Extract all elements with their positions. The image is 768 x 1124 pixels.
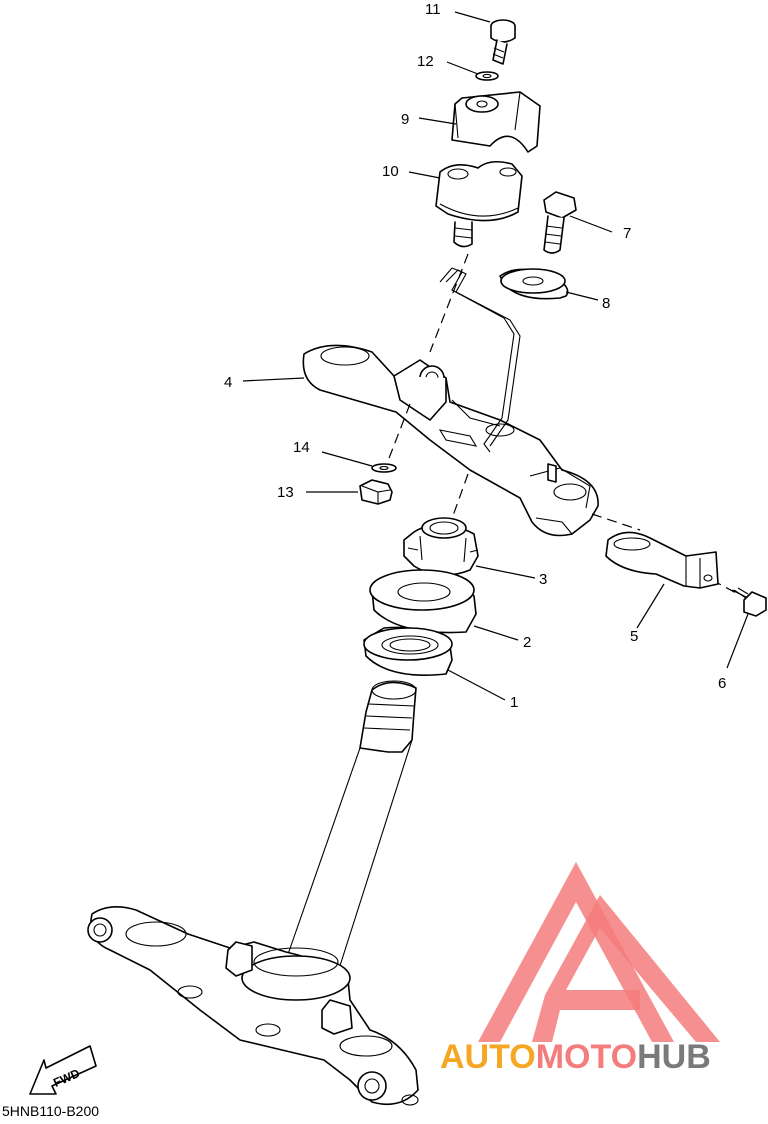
callout-labels: 11 12 9 10 7 8 4 14 13 3 2 1 5 6: [224, 1, 726, 711]
assembly-axis-lower: [385, 403, 411, 467]
callout-5: 5: [630, 628, 638, 645]
part-1-bearing: [363, 626, 453, 676]
callout-8: 8: [602, 295, 610, 312]
part-11-bolt: [490, 19, 516, 65]
callout-13: 13: [277, 484, 294, 501]
svg-text:AUTOMOTOHUB: AUTOMOTOHUB: [440, 1038, 711, 1076]
part-5-bracket: [605, 531, 719, 589]
callout-3: 3: [539, 571, 547, 588]
callout-12: 12: [417, 53, 434, 70]
callout-4: 4: [224, 374, 232, 391]
callout-1: 1: [510, 694, 518, 711]
part-14-washer: [371, 463, 397, 473]
callout-6: 6: [718, 675, 726, 692]
callout-9: 9: [401, 111, 409, 128]
watermark-text: AUTOMOTOHUB: [440, 1038, 711, 1076]
assembly-axis-stem: [449, 473, 469, 525]
part-3-ring-nut: [403, 517, 479, 576]
callout-2: 2: [523, 634, 531, 651]
assembly-axis-upper: [429, 253, 469, 353]
drawing-code: 5HNB110-B200: [2, 1103, 99, 1119]
callout-10: 10: [382, 163, 399, 180]
part-9-upper-holder: [451, 91, 541, 153]
callout-11: 11: [425, 1, 441, 18]
part-12-washer: [475, 71, 499, 81]
watermark-logo-icon: [478, 862, 720, 1042]
part-10-lower-holder: [435, 160, 523, 248]
fwd-arrow-icon: FWD: [29, 1045, 97, 1095]
part-6-bolt: [731, 587, 767, 617]
part-2-seal: [369, 569, 477, 634]
assembly-axis-side: [591, 513, 641, 531]
callout-14: 14: [293, 439, 310, 456]
callout-7: 7: [623, 225, 631, 242]
watermark-auto: AUTO: [440, 1038, 536, 1076]
watermark-hub: HUB: [637, 1038, 711, 1076]
steering-stem: [87, 680, 419, 1106]
part-7-bolt: [543, 191, 577, 254]
part-8-damper: [499, 268, 569, 300]
watermark-moto: MOTO: [536, 1038, 637, 1076]
leader-lines: [242, 11, 749, 701]
part-4-upper-bracket: [302, 267, 599, 537]
part-13-nut: [359, 479, 393, 505]
